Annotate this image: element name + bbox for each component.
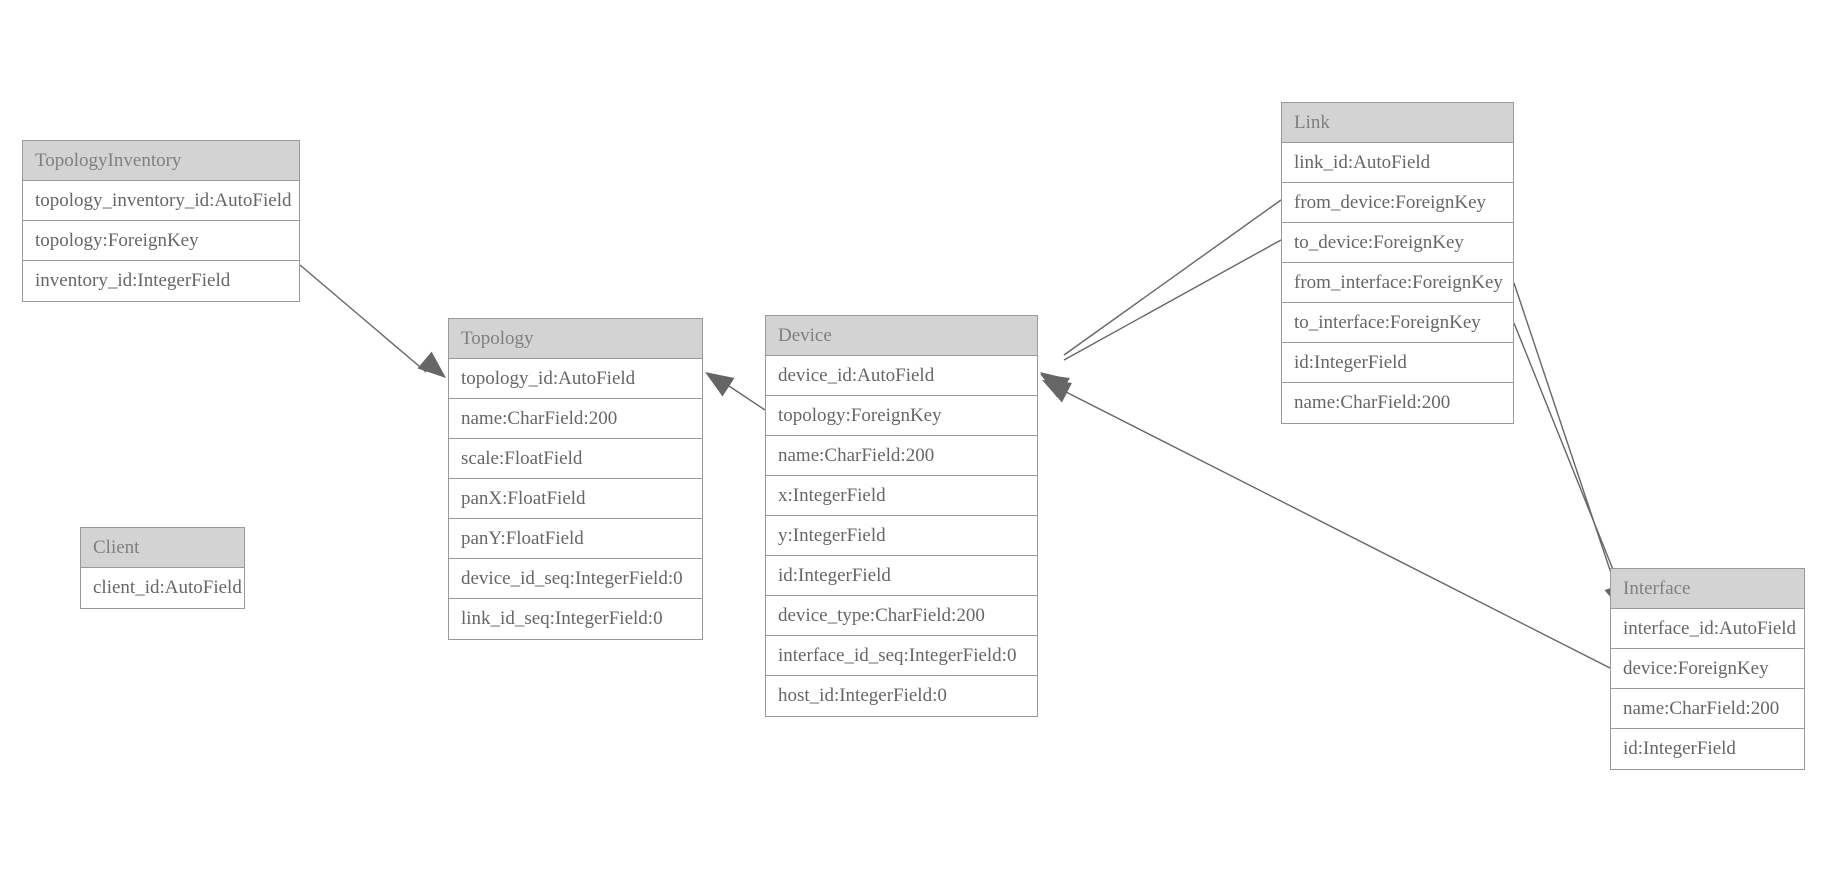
- entity-field[interactable]: device_id:AutoField: [766, 356, 1037, 396]
- entity-field[interactable]: device_id_seq:IntegerField:0: [449, 559, 702, 599]
- entity-field[interactable]: from_interface:ForeignKey: [1282, 263, 1513, 303]
- entity-field[interactable]: interface_id:AutoField: [1611, 609, 1804, 649]
- entity-title-topology: Topology: [449, 319, 702, 359]
- entity-title-link: Link: [1282, 103, 1513, 143]
- relation-link-to-device: [1040, 239, 1282, 398]
- entity-field[interactable]: panX:FloatField: [449, 479, 702, 519]
- relation-line: [299, 264, 427, 373]
- relation-line: [1513, 322, 1623, 593]
- relation-link-from-device: [1040, 199, 1282, 398]
- entity-field[interactable]: panY:FloatField: [449, 519, 702, 559]
- entity-field[interactable]: id:IntegerField: [766, 556, 1037, 596]
- entity-field[interactable]: device:ForeignKey: [1611, 649, 1804, 689]
- relation-arrowhead: [705, 372, 735, 397]
- entity-field[interactable]: name:CharField:200: [1282, 383, 1513, 423]
- entity-field[interactable]: interface_id_seq:IntegerField:0: [766, 636, 1037, 676]
- entity-field[interactable]: to_interface:ForeignKey: [1282, 303, 1513, 343]
- entity-field[interactable]: topology:ForeignKey: [23, 221, 299, 261]
- entity-field[interactable]: name:CharField:200: [1611, 689, 1804, 729]
- relation-line: [1063, 199, 1282, 356]
- entity-field[interactable]: id:IntegerField: [1282, 343, 1513, 383]
- entity-field[interactable]: id:IntegerField: [1611, 729, 1804, 769]
- relation-line: [1063, 239, 1282, 361]
- entity-field[interactable]: y:IntegerField: [766, 516, 1037, 556]
- entity-field[interactable]: link_id:AutoField: [1282, 143, 1513, 183]
- entity-field[interactable]: topology_inventory_id:AutoField: [23, 181, 299, 221]
- entity-field[interactable]: scale:FloatField: [449, 439, 702, 479]
- relation-device-topology: [705, 372, 766, 411]
- entity-title-topology_inventory: TopologyInventory: [23, 141, 299, 181]
- entity-field[interactable]: to_device:ForeignKey: [1282, 223, 1513, 263]
- relation-line: [1513, 282, 1618, 592]
- entity-field[interactable]: topology:ForeignKey: [766, 396, 1037, 436]
- relation-topologyinventory-topology: [299, 264, 446, 378]
- entity-title-interface: Interface: [1611, 569, 1804, 609]
- relation-arrowhead: [1042, 380, 1072, 403]
- entity-field[interactable]: device_type:CharField:200: [766, 596, 1037, 636]
- entity-field[interactable]: x:IntegerField: [766, 476, 1037, 516]
- entity-field[interactable]: from_device:ForeignKey: [1282, 183, 1513, 223]
- entity-title-device: Device: [766, 316, 1037, 356]
- entity-field[interactable]: link_id_seq:IntegerField:0: [449, 599, 702, 639]
- relation-arrowhead: [1040, 374, 1070, 398]
- entity-field[interactable]: name:CharField:200: [449, 399, 702, 439]
- entity-field[interactable]: host_id:IntegerField:0: [766, 676, 1037, 716]
- entity-field[interactable]: name:CharField:200: [766, 436, 1037, 476]
- entity-field[interactable]: topology_id:AutoField: [449, 359, 702, 399]
- relation-line: [1065, 391, 1611, 669]
- relation-line: [725, 383, 766, 411]
- entity-title-client: Client: [81, 528, 244, 568]
- relation-arrowhead: [1040, 372, 1070, 398]
- entity-field[interactable]: client_id:AutoField: [81, 568, 244, 608]
- relation-link-from-interface: [1513, 282, 1626, 613]
- entity-field[interactable]: inventory_id:IntegerField: [23, 261, 299, 301]
